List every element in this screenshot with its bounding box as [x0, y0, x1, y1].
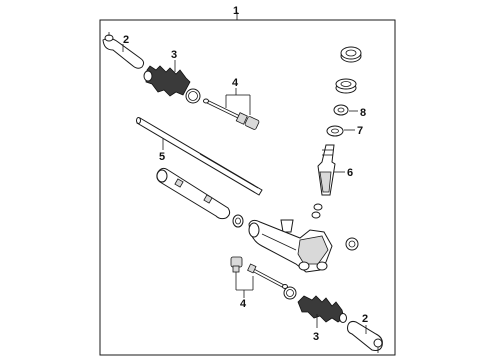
tie-rod-end-top	[102, 32, 145, 69]
boot-clamp-top	[185, 88, 201, 104]
callout-1: 1	[233, 5, 239, 17]
pinion-nut	[333, 104, 349, 116]
boot-top	[143, 65, 191, 97]
inner-tie-rod-bottom	[230, 256, 288, 289]
callout-7: 7	[357, 125, 363, 137]
callout-2-top: 2	[123, 34, 129, 46]
gear-housing	[248, 219, 333, 273]
seal-ring-small	[232, 214, 244, 228]
callout-6: 6	[347, 167, 353, 179]
o-ring-right	[345, 237, 359, 251]
rack-bar	[136, 117, 263, 196]
callout-4-bottom: 4	[240, 298, 247, 310]
pinion-shaft	[317, 144, 336, 196]
callout-3-bottom: 3	[313, 331, 319, 343]
callout-3-top: 3	[171, 49, 177, 61]
boot-bottom	[297, 295, 347, 323]
callout-4-top: 4	[232, 77, 239, 89]
callout-5: 5	[159, 151, 165, 163]
inner-tie-rod-top	[203, 98, 260, 130]
pinion-bearing	[326, 125, 344, 137]
plug-cap	[280, 219, 294, 233]
callout-2-bottom: 2	[362, 313, 368, 325]
boot-clamp-bottom	[283, 286, 297, 300]
callout-8: 8	[360, 107, 366, 119]
tie-rod-end-bottom	[347, 320, 383, 353]
pinion-seal-stack	[335, 46, 362, 94]
bushing-small-b	[311, 211, 321, 219]
rack-housing-tube	[156, 167, 231, 220]
bushing-small-a	[313, 203, 323, 211]
diagram-frame	[99, 19, 396, 356]
